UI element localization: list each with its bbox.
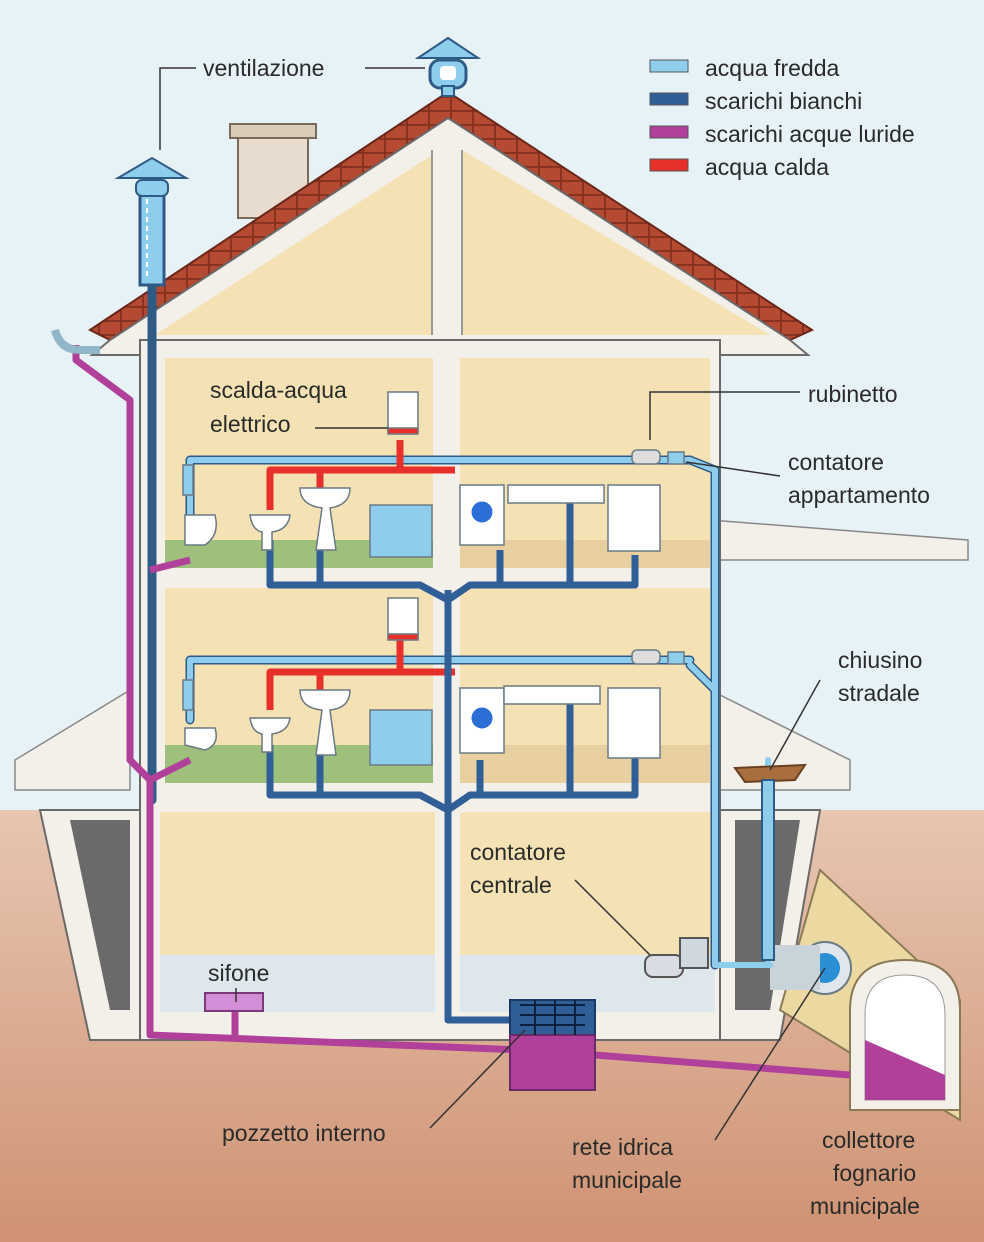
legend-swatch-drains: [649, 92, 689, 106]
tap-icon: [631, 449, 661, 465]
sink-icon: [299, 689, 351, 756]
gutter: [51, 328, 100, 354]
bidet-icon: [249, 514, 291, 551]
legend-swatch-hot-water: [649, 158, 689, 172]
label-contatore-appartamento-1: contatore: [788, 449, 884, 475]
label-rete-idrica-2: municipale: [572, 1167, 682, 1193]
label-contatore-centrale-2: centrale: [470, 872, 552, 898]
label-scalda-acqua: scalda-acqua: [210, 377, 347, 403]
legend-item: acqua fredda: [649, 55, 839, 81]
label-rete-idrica-1: rete idrica: [572, 1134, 673, 1160]
leader-lines: [159, 67, 826, 1141]
legend-label: acqua calda: [705, 154, 829, 180]
trap-grate-icon: [204, 992, 264, 1012]
legend-item: scarichi acque luride: [649, 121, 915, 147]
label-contatore-centrale-1: contatore: [470, 839, 566, 865]
legend-label: acqua fredda: [705, 55, 839, 81]
legend-item: scarichi bianchi: [649, 88, 862, 114]
sewer-collector: [770, 868, 961, 1122]
ventilation-cap-left: [114, 156, 190, 287]
central-meter-icon: [644, 937, 709, 978]
label-collettore-3: municipale: [810, 1193, 920, 1219]
bathtub-icon: [369, 504, 433, 558]
dishwasher-icon: [607, 687, 661, 759]
ventilation-cap-top: [414, 36, 482, 97]
fixtures-floor-2: [182, 391, 685, 558]
apartment-meter-icon: [667, 451, 685, 465]
label-chiusino-2: stradale: [838, 680, 920, 706]
water-heater-icon: [387, 391, 419, 433]
legend: acqua fredda scarichi bianchi scarichi a…: [649, 55, 915, 180]
label-elettrico: elettrico: [210, 411, 291, 437]
bathtub-icon: [369, 709, 433, 766]
street-manhole: [733, 763, 807, 961]
water-heater-icon: [387, 597, 419, 639]
legend-label: scarichi acque luride: [705, 121, 915, 147]
legend-label: scarichi bianchi: [705, 88, 862, 114]
label-chiusino-1: chiusino: [838, 647, 922, 673]
tap-icon: [631, 649, 661, 665]
label-sifone: sifone: [208, 960, 269, 986]
toilet-icon: [184, 727, 217, 751]
fixtures-floor-1: [182, 597, 685, 766]
sewage-pipes: [72, 345, 851, 1079]
legend-swatch-sewage: [649, 125, 689, 139]
label-pozzetto-interno: pozzetto interno: [222, 1120, 386, 1146]
kitchen-sink-icon: [503, 685, 601, 705]
dishwasher-icon: [607, 484, 661, 552]
legend-item: acqua calda: [649, 154, 829, 180]
label-collettore-1: collettore: [822, 1127, 915, 1153]
hot-water-pipes: [266, 440, 455, 710]
bidet-icon: [249, 717, 291, 753]
label-contatore-appartamento-2: appartamento: [788, 482, 930, 508]
toilet-icon: [184, 514, 217, 546]
kitchen-sink-icon: [507, 484, 605, 504]
labels: ventilazione scalda-acqua elettrico rubi…: [203, 55, 930, 1219]
inner-manhole: [509, 999, 596, 1091]
sink-icon: [299, 487, 351, 551]
label-ventilazione: ventilazione: [203, 55, 324, 81]
apartment-meter-icon: [667, 651, 685, 665]
drain-pipes: [266, 490, 639, 1024]
label-collettore-2: fognario: [833, 1160, 916, 1186]
label-rubinetto: rubinetto: [808, 381, 898, 407]
basement-fixtures: [204, 763, 807, 1091]
legend-swatch-cold-water: [649, 59, 689, 73]
